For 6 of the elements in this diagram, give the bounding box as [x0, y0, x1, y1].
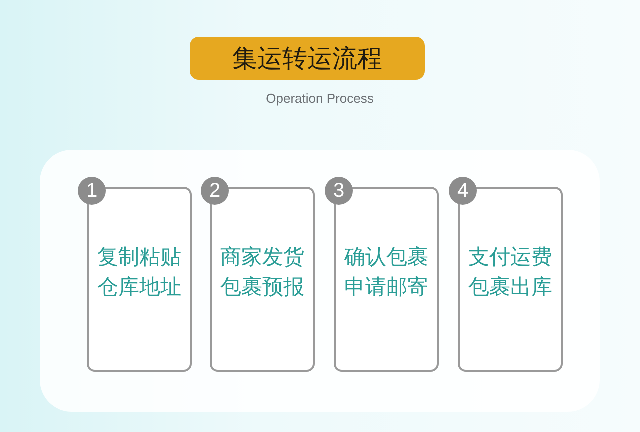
step-text: 确认包裹申请邮寄 — [344, 244, 428, 301]
subtitle: Operation Process — [265, 91, 375, 106]
step-text: 复制粘贴仓库地址 — [98, 244, 182, 301]
step-text: 商家发货包裹预报 — [220, 244, 304, 301]
title-banner: 集运转运流程 — [190, 37, 425, 80]
step-text: 支付运费包裹出库 — [468, 244, 552, 301]
